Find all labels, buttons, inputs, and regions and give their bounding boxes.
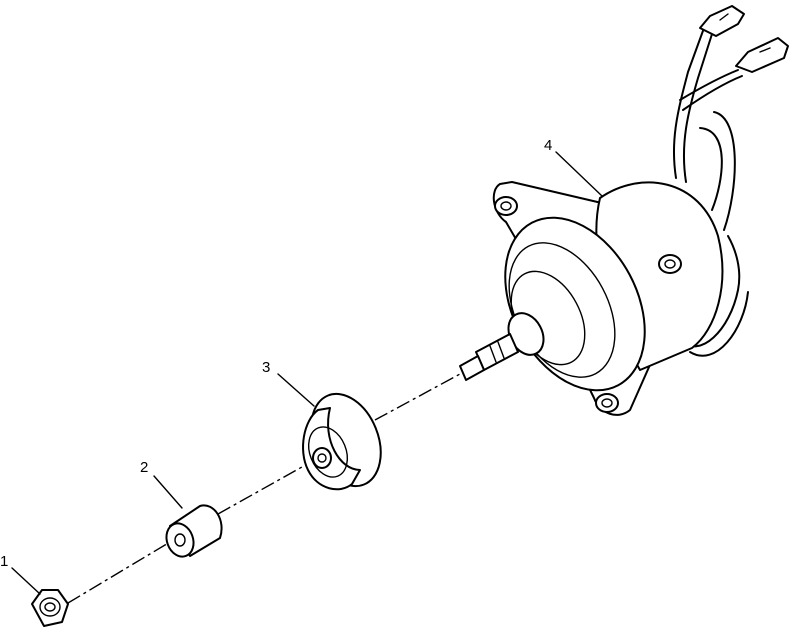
callout-1: 1	[0, 553, 8, 570]
spacer	[165, 504, 223, 558]
callout-3: 3	[262, 359, 270, 376]
leader-lines	[11, 151, 603, 595]
callout-2: 2	[140, 459, 148, 476]
blower-motor	[459, 5, 789, 416]
assembly-axis	[67, 373, 461, 604]
nut	[31, 589, 69, 627]
fan-hub	[302, 392, 382, 491]
callout-4: 4	[544, 137, 552, 154]
